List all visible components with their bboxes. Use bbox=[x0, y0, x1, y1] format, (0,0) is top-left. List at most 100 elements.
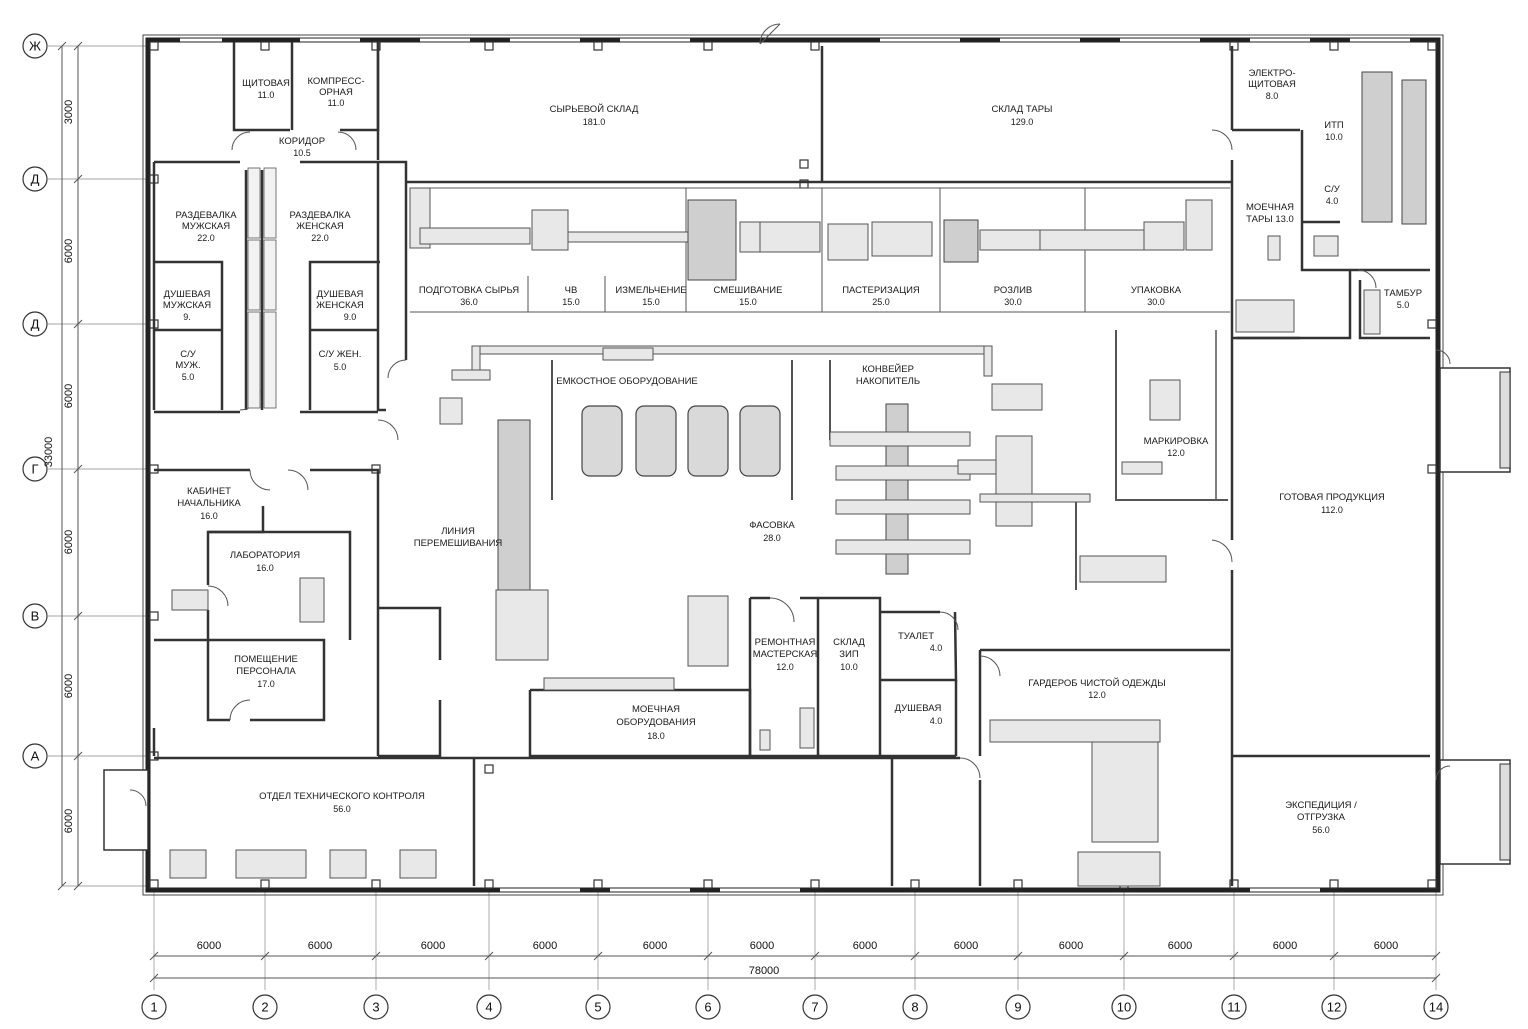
doors bbox=[129, 23, 1451, 807]
left-span-3: 6000 bbox=[63, 384, 75, 408]
pasterizaciya-name: ПАСТЕРИЗАЦИЯ bbox=[842, 285, 920, 296]
laboratoriya-name: ЛАБОРАТОРИЯ bbox=[230, 550, 300, 561]
razd-zh-area: 22.0 bbox=[311, 233, 329, 243]
sklad-zip-area: 10.0 bbox=[840, 662, 858, 672]
itp-area: 10.0 bbox=[1325, 132, 1343, 142]
moechnaya-tary-name-2: ТАРЫ 13.0 bbox=[1246, 214, 1294, 225]
rozliv-name: РОЗЛИВ bbox=[994, 285, 1033, 296]
su-m-name-1: С/У bbox=[180, 349, 197, 360]
ekspediciya-area: 56.0 bbox=[1312, 825, 1330, 835]
shchitovaya-name: ЩИТОВАЯ bbox=[242, 78, 290, 89]
remontnaya-name-1: РЕМОНТНАЯ bbox=[755, 637, 816, 648]
pomeshchenie-name-2: ПЕРСОНАЛА bbox=[236, 666, 296, 677]
su-m-area: 5.0 bbox=[182, 372, 195, 382]
windows bbox=[180, 38, 1410, 892]
su-small-name: С/У bbox=[1324, 184, 1341, 195]
pomeshchenie-area: 17.0 bbox=[257, 679, 275, 689]
dush-zh-name-2: ЖЕНСКАЯ bbox=[316, 300, 364, 311]
column-axis-labels: 1 2 3 4 5 6 7 8 9 10 11 12 14 bbox=[150, 1000, 1443, 1015]
column-axis-label: 3 bbox=[372, 1000, 379, 1015]
razd-zh-name-1: РАЗДЕВАЛКА bbox=[289, 210, 351, 221]
smeshivanie-name: СМЕШИВАНИЕ bbox=[714, 285, 783, 296]
column-axis-label: 5 bbox=[594, 1000, 601, 1015]
rozliv-area: 30.0 bbox=[1004, 297, 1022, 307]
sklad-zip-name-2: ЗИП bbox=[839, 649, 859, 660]
kabinet-name-1: КАБИНЕТ bbox=[187, 486, 231, 497]
podgotovka-name: ПОДГОТОВКА СЫРЬЯ bbox=[419, 285, 519, 296]
column-axis-label: 8 bbox=[911, 1000, 918, 1015]
dushevaya-area: 4.0 bbox=[930, 716, 943, 726]
ekspediciya-name-2: ОТГРУЗКА bbox=[1297, 812, 1346, 823]
left-span-1: 3000 bbox=[63, 100, 75, 124]
row-axis-label: В bbox=[31, 609, 40, 624]
moechnaya-tary-name-1: МОЕЧНАЯ bbox=[1246, 202, 1294, 213]
laboratoriya-area: 16.0 bbox=[256, 563, 274, 573]
ekspediciya-name-1: ЭКСПЕДИЦИЯ / bbox=[1285, 800, 1357, 811]
koridor-area: 10.5 bbox=[293, 148, 311, 158]
fasovka-name: ФАСОВКА bbox=[749, 520, 795, 531]
liniya-name-2: ПЕРЕМЕШИВАНИЯ bbox=[414, 538, 503, 549]
bottom-total: 78000 bbox=[749, 965, 780, 977]
row-axis-label: Ж bbox=[29, 39, 41, 54]
production-line-equipment bbox=[409, 187, 1213, 281]
pomeshchenie-name-1: ПОМЕЩЕНИЕ bbox=[234, 654, 298, 665]
konveyer-name-1: КОНВЕЙЕР bbox=[862, 363, 914, 375]
row-axis-label: Г bbox=[31, 462, 38, 477]
gotovaya-area: 112.0 bbox=[1321, 505, 1343, 515]
left-dimension-chain: 3000 6000 6000 6000 6000 6000 33000 bbox=[43, 41, 83, 891]
elektroshchitovaya-name-2: ЩИТОВАЯ bbox=[1248, 79, 1296, 90]
bottom-span-6: 6000 bbox=[750, 940, 774, 952]
bottom-span-4: 6000 bbox=[533, 940, 557, 952]
podgotovka-area: 36.0 bbox=[460, 297, 478, 307]
column-axis-label: 4 bbox=[485, 1000, 492, 1015]
bottom-span-12: 6000 bbox=[1374, 940, 1398, 952]
dush-m-name-2: МУЖСКАЯ bbox=[163, 300, 211, 311]
remontnaya-name-2: МАСТЕРСКАЯ bbox=[753, 649, 818, 660]
column-axis-label: 11 bbox=[1227, 1000, 1241, 1015]
dushevaya-name: ДУШЕВАЯ bbox=[895, 703, 942, 714]
bottom-span-7: 6000 bbox=[853, 940, 877, 952]
su-zh-area: 5.0 bbox=[334, 362, 347, 372]
tambur-name: ТАМБУР bbox=[1384, 288, 1422, 299]
bottom-span-2: 6000 bbox=[308, 940, 332, 952]
vb-area: 15.0 bbox=[562, 297, 580, 307]
left-span-5: 6000 bbox=[63, 674, 75, 698]
bottom-span-10: 6000 bbox=[1168, 940, 1192, 952]
column-axis-bubbles bbox=[141, 994, 1449, 1020]
su-m-name-2: МУЖ. bbox=[175, 360, 200, 371]
kompressornaya-name-1: КОМПРЕСС- bbox=[307, 76, 364, 87]
conveyor-equipment bbox=[829, 379, 1181, 583]
misc-equipment bbox=[169, 71, 1427, 887]
garderob-name: ГАРДЕРОБ ЧИСТОЙ ОДЕЖДЫ bbox=[1028, 677, 1165, 689]
bottom-span-3: 6000 bbox=[421, 940, 445, 952]
razd-m-name-2: МУЖСКАЯ bbox=[182, 221, 230, 232]
row-axis-bubbles: Ж Д Д Г В А bbox=[22, 33, 48, 769]
column-axis-label: 7 bbox=[811, 1000, 818, 1015]
upakovka-name: УПАКОВКА bbox=[1131, 285, 1182, 296]
kabinet-name-2: НАЧАЛЬНИКА bbox=[177, 498, 241, 509]
remontnaya-area: 12.0 bbox=[776, 662, 794, 672]
dush-m-name-1: ДУШЕВАЯ bbox=[164, 289, 211, 300]
bottom-dimension-chain: 6000 6000 6000 6000 6000 6000 6000 6000 … bbox=[149, 940, 1441, 983]
column-axis-label: 9 bbox=[1014, 1000, 1021, 1015]
izmelchenie-name: ИЗМЕЛЬЧЕНИЕ bbox=[615, 285, 686, 296]
vb-name: ЧВ bbox=[565, 285, 578, 296]
emkostnoe-name: ЕМКОСТНОЕ ОБОРУДОВАНИЕ bbox=[556, 376, 698, 387]
razd-m-area: 22.0 bbox=[197, 233, 215, 243]
row-axis-label: Д bbox=[31, 172, 40, 187]
itp-name: ИТП bbox=[1324, 120, 1344, 131]
column-axis-label: 1 bbox=[150, 1000, 157, 1015]
su-small-area: 4.0 bbox=[1326, 196, 1339, 206]
bottom-span-8: 6000 bbox=[954, 940, 978, 952]
moechnaya-obor-name-1: МОЕЧНАЯ bbox=[632, 704, 680, 715]
sklad-zip-name-1: СКЛАД bbox=[833, 637, 865, 648]
tualet-name: ТУАЛЕТ bbox=[898, 631, 934, 642]
column-axis-label: 2 bbox=[261, 1000, 268, 1015]
izmelchenie-area: 15.0 bbox=[642, 297, 660, 307]
left-span-4: 6000 bbox=[63, 530, 75, 554]
dush-zh-name-1: ДУШЕВАЯ bbox=[317, 289, 364, 300]
row-axis-label: А bbox=[31, 749, 40, 764]
sklad-tary-name: СКЛАД ТАРЫ bbox=[992, 104, 1053, 115]
razd-zh-name-2: ЖЕНСКАЯ bbox=[296, 221, 344, 232]
